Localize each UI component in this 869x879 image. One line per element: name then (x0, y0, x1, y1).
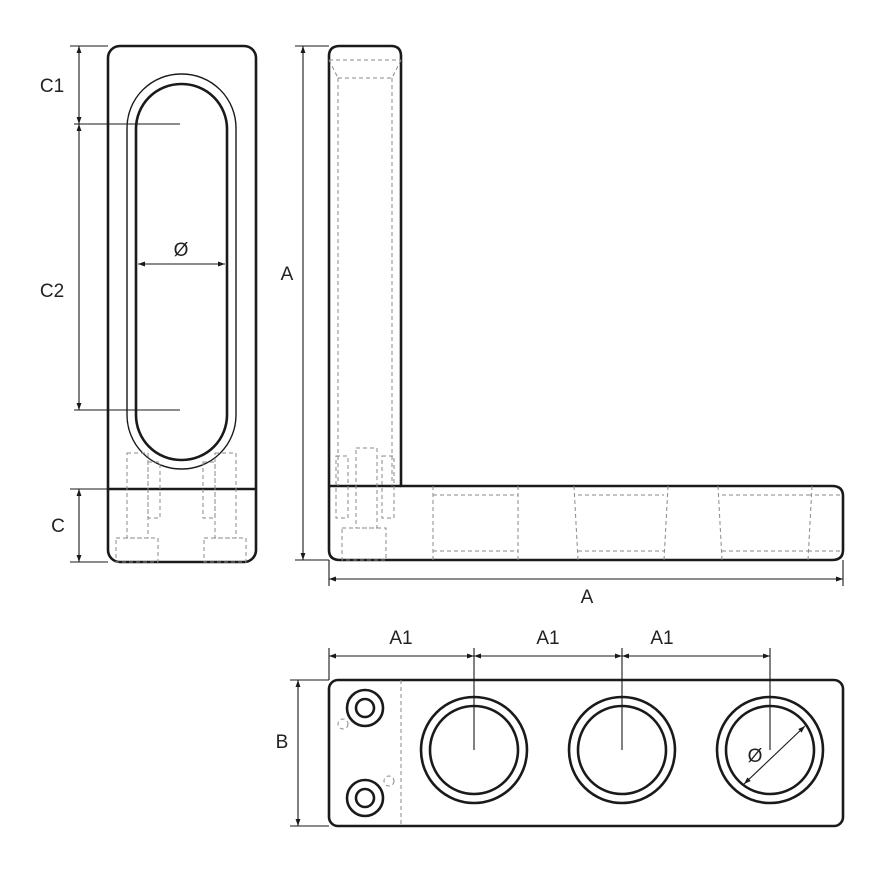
label-a1-second: A1 (536, 628, 559, 649)
dimension-a-horizontal: A (328, 560, 844, 608)
dimension-a1-second: A1 (474, 628, 622, 659)
front-view-outline (327, 44, 845, 562)
label-b: B (276, 732, 289, 753)
side-view: C1 C2 C Ø (40, 44, 258, 564)
dimension-c: C (51, 488, 108, 563)
label-a1-third: A1 (650, 628, 673, 649)
slot-outer (126, 73, 237, 470)
label-slot-diameter: Ø (174, 240, 189, 261)
label-c: C (51, 516, 65, 537)
label-a1-first: A1 (389, 628, 412, 649)
front-view-hidden-lines (328, 59, 843, 561)
small-screw-top (337, 688, 385, 730)
top-view-body (327, 678, 845, 828)
label-c2: C2 (40, 281, 64, 302)
dimension-a1-first: A1 (329, 628, 474, 659)
side-view-hidden-screws (115, 452, 247, 563)
side-view-body (106, 44, 258, 564)
slot-inner (134, 82, 229, 462)
label-bore-diameter: Ø (748, 746, 763, 767)
dimension-bore-diameter: Ø (743, 725, 806, 785)
dimension-b: B (276, 679, 329, 827)
top-view: A1 A1 A1 B Ø (276, 628, 845, 828)
label-a-vertical: A (281, 264, 294, 285)
dimension-slot-width: Ø (138, 240, 225, 267)
front-view: A A (281, 44, 845, 608)
small-screw-bottom (345, 775, 395, 818)
dimension-a1-third: A1 (622, 628, 770, 659)
dimension-c2: C2 (40, 124, 82, 410)
label-a-horizontal: A (581, 587, 594, 608)
dimension-a-vertical: A (281, 45, 329, 561)
label-c1: C1 (40, 76, 64, 97)
dimension-c1: C1 (40, 45, 108, 124)
